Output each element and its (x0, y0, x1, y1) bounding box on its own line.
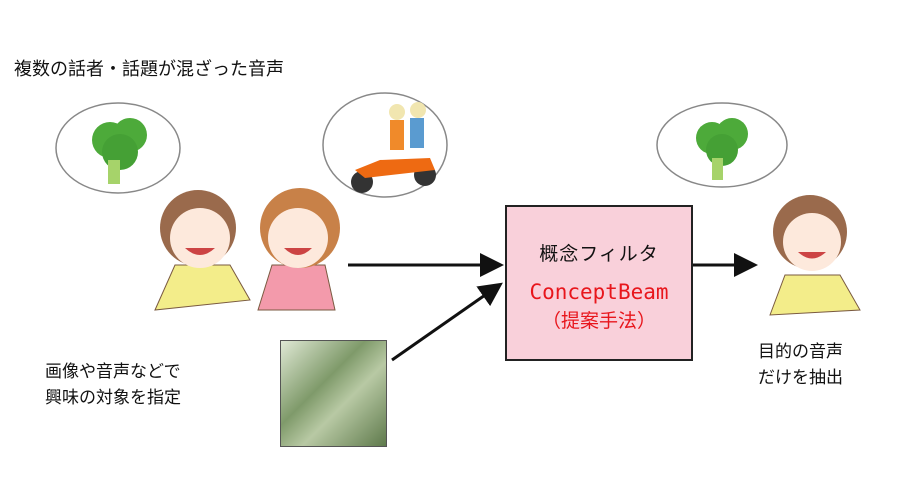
filter-label: 概念フィルタ (539, 243, 659, 265)
arrow-query-to-filter (391, 282, 503, 362)
girl-speaker-1 (154, 190, 251, 311)
concept-filter-box: 概念フィルタ ConceptBeam （提案手法） (505, 205, 693, 361)
broccoli-icon-output (696, 118, 748, 180)
girl-speaker-2 (257, 188, 340, 311)
title: 複数の話者・話題が混ざった音声 (14, 59, 284, 80)
output-caption-line2: だけを抽出 (758, 368, 843, 388)
query-caption-line2: 興味の対象を指定 (45, 388, 181, 408)
girl-target (769, 195, 861, 316)
query-caption-line1: 画像や音声などで (45, 362, 181, 382)
broccoli-photo (280, 340, 387, 447)
output-caption-line1: 目的の音声 (758, 342, 843, 362)
method-note: （提案手法） (541, 310, 656, 332)
broccoli-icon (92, 118, 147, 184)
motorcycle-icon (351, 102, 436, 193)
method-name: ConceptBeam (529, 280, 669, 304)
